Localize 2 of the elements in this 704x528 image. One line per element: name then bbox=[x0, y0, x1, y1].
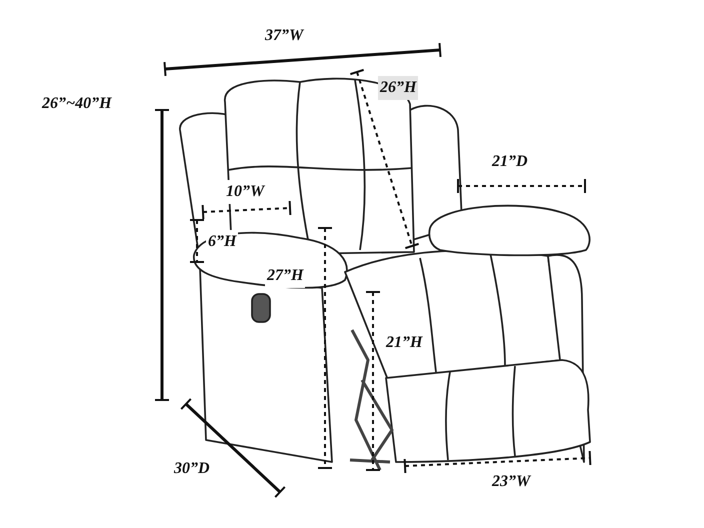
dimension-label: 26”H bbox=[378, 76, 418, 100]
dimension-label: 10”W bbox=[224, 180, 266, 204]
